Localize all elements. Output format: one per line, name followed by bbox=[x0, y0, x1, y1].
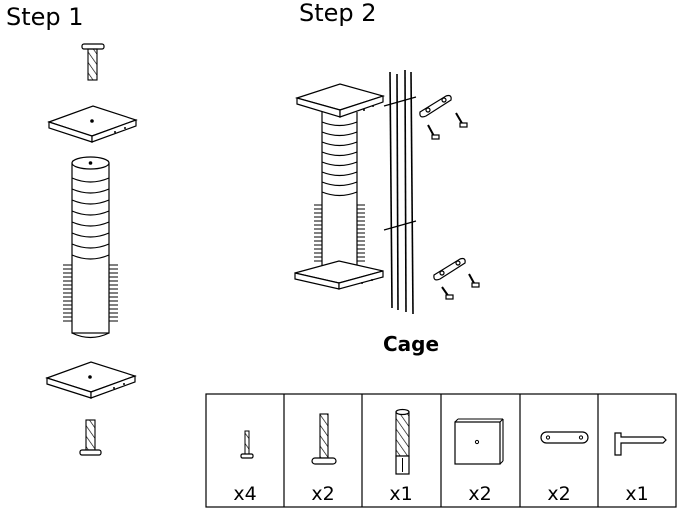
bottom-platform bbox=[45, 361, 137, 399]
small-screw-icon bbox=[240, 430, 254, 459]
quantity-l-wrench: x1 bbox=[625, 483, 648, 505]
long-bolt-icon bbox=[311, 413, 337, 465]
assembled-post bbox=[314, 112, 365, 273]
bottom-bolt-icon bbox=[79, 419, 102, 456]
upper-screw-icon bbox=[427, 124, 440, 140]
step-1-title: Step 1 bbox=[6, 3, 84, 31]
cage-bars bbox=[383, 69, 417, 315]
quantity-mounting-bracket: x2 bbox=[547, 483, 570, 505]
l-wrench-icon bbox=[614, 432, 667, 456]
step-2-illustration bbox=[294, 69, 480, 315]
quantity-sisal-post: x1 bbox=[389, 483, 412, 505]
cage-label: Cage bbox=[383, 332, 439, 356]
mounting-bracket-icon bbox=[540, 431, 589, 444]
assembled-bottom-platform bbox=[294, 260, 384, 290]
quantity-long-bolt: x2 bbox=[311, 483, 334, 505]
lower-screw-icon bbox=[468, 273, 480, 288]
sisal-post-icon bbox=[395, 408, 410, 475]
quantity-small-screw: x4 bbox=[233, 483, 256, 505]
lower-screw-icon bbox=[441, 286, 454, 300]
upper-screw-icon bbox=[455, 112, 468, 128]
parts-table: x4 x2 x1 x2 x2 x1 bbox=[205, 393, 677, 508]
upper-bracket-icon bbox=[419, 94, 452, 118]
step-2-title: Step 2 bbox=[299, 0, 377, 27]
sisal-post bbox=[63, 156, 118, 339]
quantity-square-platform: x2 bbox=[468, 483, 491, 505]
lower-bracket-icon bbox=[433, 257, 466, 281]
assembled-top-platform bbox=[294, 83, 386, 118]
square-platform-icon bbox=[454, 418, 504, 465]
step-1-illustration bbox=[45, 43, 138, 456]
top-platform bbox=[47, 105, 138, 143]
top-bolt-icon bbox=[81, 43, 105, 81]
